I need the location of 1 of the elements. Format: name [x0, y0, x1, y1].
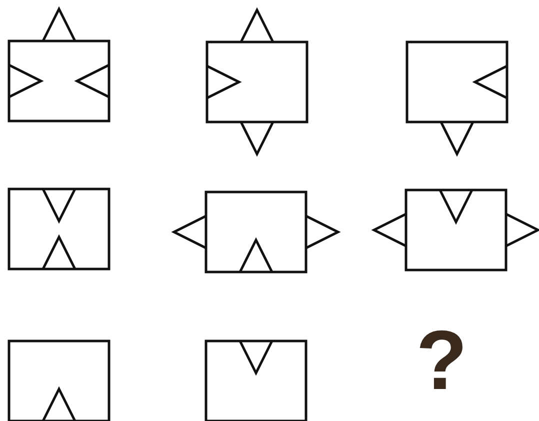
question-mark: ? — [416, 318, 468, 402]
